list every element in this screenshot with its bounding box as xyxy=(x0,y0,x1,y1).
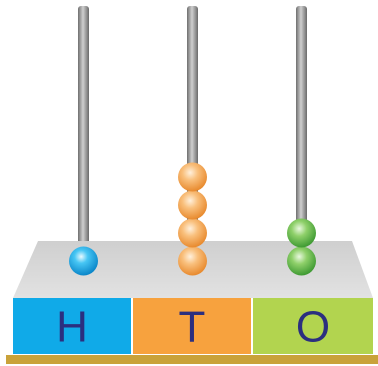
block-hundreds xyxy=(13,298,131,354)
block-ones xyxy=(253,298,373,354)
bead-tens xyxy=(178,190,207,220)
rod-hundreds xyxy=(78,6,89,262)
bead-ones xyxy=(287,246,316,276)
beads xyxy=(69,162,316,276)
label-ones: O xyxy=(296,303,330,352)
bead-hundreds xyxy=(69,246,98,276)
place-value-blocks: H T O xyxy=(13,298,373,354)
abacus-bottom-strip xyxy=(6,355,378,364)
bead-tens xyxy=(178,246,207,276)
bead-ones xyxy=(287,218,316,248)
bead-tens xyxy=(178,218,207,248)
bead-tens xyxy=(178,162,207,192)
label-hundreds: H xyxy=(56,303,88,352)
block-tens xyxy=(133,298,251,354)
label-tens: T xyxy=(179,303,206,352)
rod-ones xyxy=(296,6,307,262)
